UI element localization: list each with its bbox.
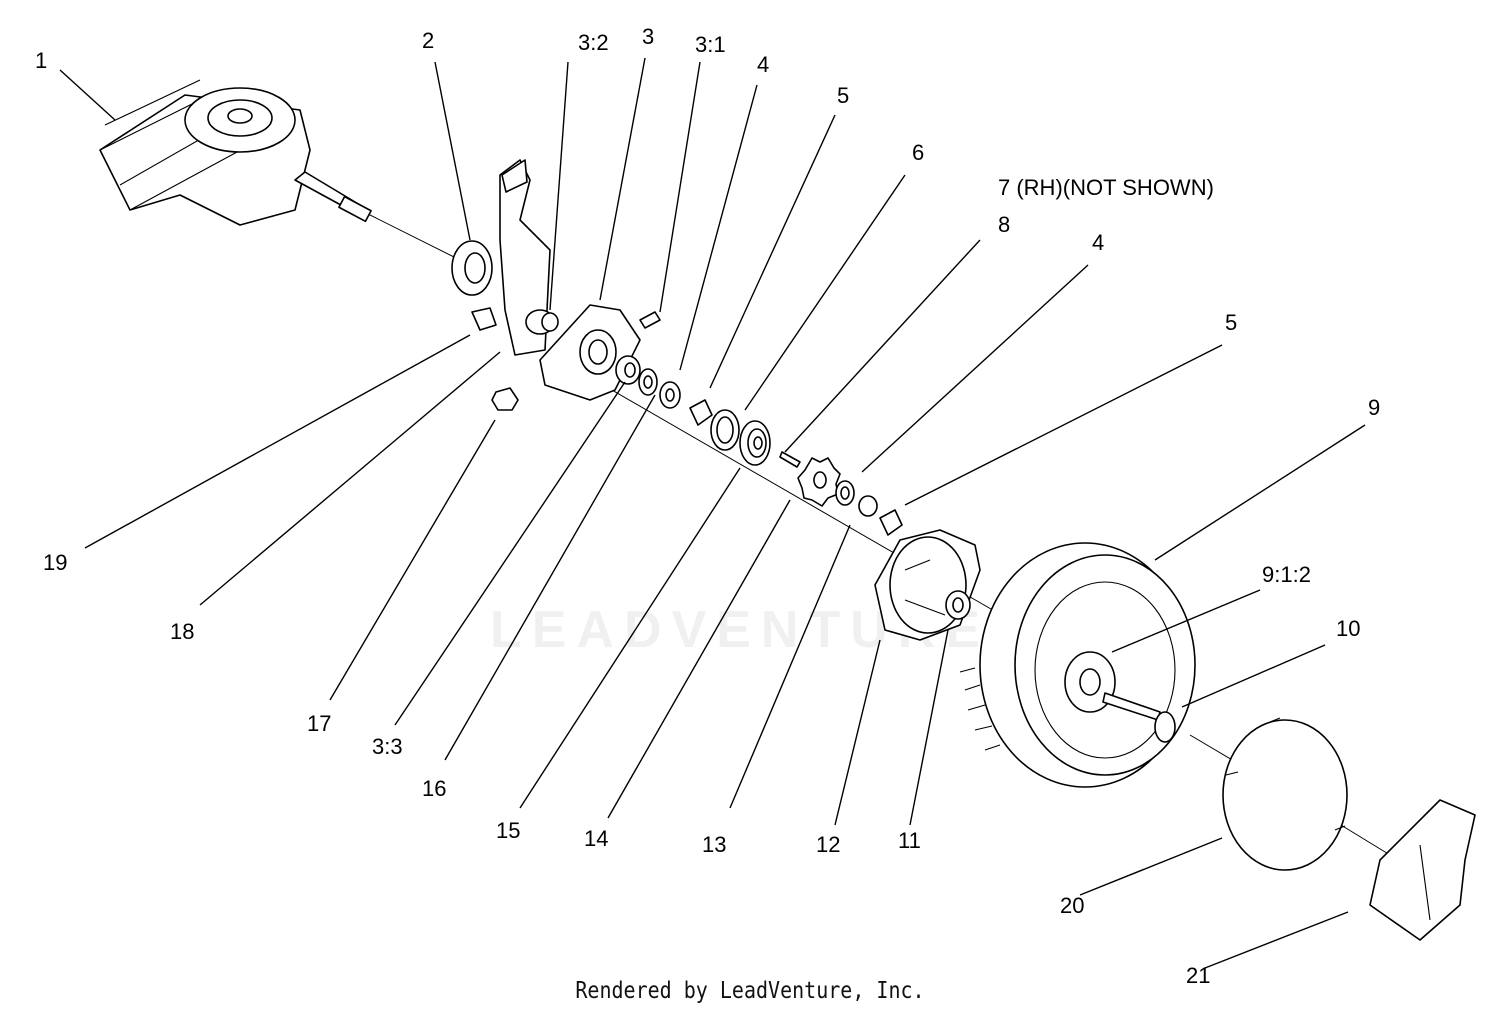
part-screw-3-1[interactable] [639, 311, 661, 329]
part-bracket-18[interactable] [499, 159, 551, 356]
part-washer-16[interactable] [638, 368, 658, 396]
callout-21: 21 [1186, 963, 1210, 988]
part-screw-19[interactable] [471, 307, 497, 331]
part-washer-4b[interactable] [835, 480, 855, 506]
part-clip-5a[interactable] [689, 399, 713, 426]
part-bearing-3-3[interactable] [615, 355, 641, 385]
part-bushing-13[interactable] [858, 495, 878, 517]
callout-2: 2 [422, 28, 434, 53]
part-bolt-10[interactable] [1102, 692, 1176, 743]
part-transmission[interactable] [99, 79, 372, 226]
part-cover-21[interactable] [1369, 799, 1476, 941]
callout-12: 12 [816, 832, 840, 857]
part-ring-6[interactable] [710, 409, 740, 451]
callout-8: 8 [998, 212, 1010, 237]
part-bearing-15[interactable] [739, 420, 771, 466]
part-gear-14[interactable] [797, 457, 841, 507]
callout-15: 15 [496, 818, 520, 843]
part-hub-cap-20[interactable] [1222, 717, 1348, 871]
part-bushing-3-2[interactable] [525, 309, 559, 335]
callout-3-2: 3:2 [578, 30, 609, 55]
part-bushing-11[interactable] [945, 590, 971, 620]
callout-5b: 5 [1225, 310, 1237, 335]
callout-18: 18 [170, 619, 194, 644]
callout-4a: 4 [757, 52, 769, 77]
callout-5a: 5 [837, 83, 849, 108]
part-clip-5b[interactable] [879, 509, 903, 536]
footer-rendered-by: Rendered by LeadVenture, Inc. [575, 976, 925, 1004]
callout-7: 7 (RH)(NOT SHOWN) [998, 175, 1214, 200]
callout-11: 11 [898, 828, 921, 853]
part-nut-17[interactable] [491, 387, 519, 411]
part-wheel-9[interactable] [959, 542, 1196, 788]
callout-20: 20 [1060, 893, 1084, 918]
callout-4b: 4 [1092, 230, 1104, 255]
part-pin-8[interactable] [779, 451, 801, 468]
callout-16: 16 [422, 776, 446, 801]
part-drive-cup-12[interactable] [874, 529, 981, 641]
callout-3-1: 3:1 [695, 32, 726, 57]
callout-13: 13 [702, 832, 726, 857]
callout-19: 19 [43, 550, 67, 575]
part-washer-4a[interactable] [659, 381, 681, 409]
callout-10: 10 [1336, 616, 1360, 641]
callout-3: 3 [642, 24, 654, 49]
callout-9: 9 [1368, 395, 1380, 420]
leader-lines [59, 57, 1366, 969]
callout-17: 17 [307, 711, 331, 736]
callout-14: 14 [584, 826, 608, 851]
callout-6: 6 [912, 140, 924, 165]
callout-3-3: 3:3 [372, 734, 403, 759]
callout-9-1-2: 9:1:2 [1262, 562, 1311, 587]
part-washer-2[interactable] [451, 240, 493, 296]
callout-1: 1 [35, 48, 47, 73]
